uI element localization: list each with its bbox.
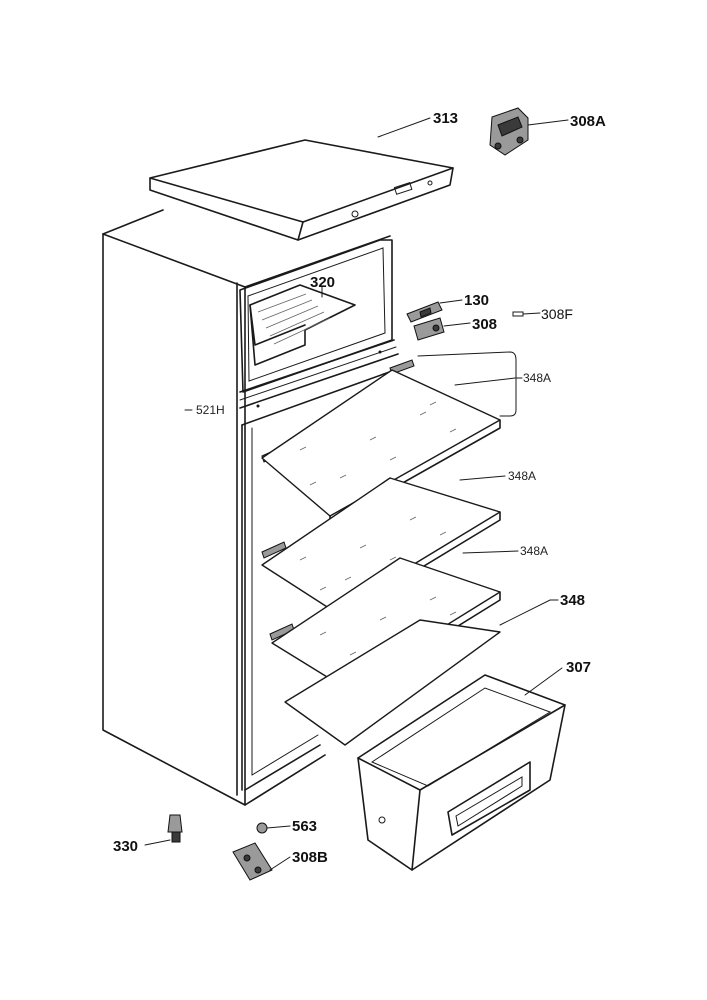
screw-563: [256, 822, 268, 834]
label-330: 330: [113, 838, 138, 855]
leader-lines: [144, 117, 569, 871]
label-563: 563: [292, 818, 317, 835]
label-307: 307: [566, 659, 591, 676]
label-348A-bracket: 348A: [523, 371, 551, 385]
label-308A: 308A: [570, 113, 606, 130]
label-521H: 521H: [196, 403, 225, 417]
bracket-130: [406, 301, 443, 323]
label-308: 308: [472, 316, 497, 333]
label-313: 313: [433, 110, 458, 127]
label-348: 348: [560, 592, 585, 609]
top-hinge: [489, 107, 529, 156]
label-308B: 308B: [292, 849, 328, 866]
top-cover: [149, 139, 454, 241]
part-labels: 313 308A 320 130 308 308F 348A 521H 348A…: [113, 110, 606, 866]
bracket-308: [413, 317, 445, 341]
label-308F: 308F: [541, 306, 573, 322]
label-130: 130: [464, 292, 489, 309]
foot-330: [167, 814, 183, 843]
cabinet-body: [102, 209, 399, 806]
label-320: 320: [310, 274, 335, 291]
label-348A-lower: 348A: [520, 544, 548, 558]
crisper-drawer: [357, 674, 566, 871]
pin-308F: [512, 311, 524, 317]
shelf-4: [284, 619, 501, 746]
freezer-tray: [249, 284, 356, 366]
bottom-hinge: [232, 842, 273, 881]
label-348A-middle: 348A: [508, 469, 536, 483]
